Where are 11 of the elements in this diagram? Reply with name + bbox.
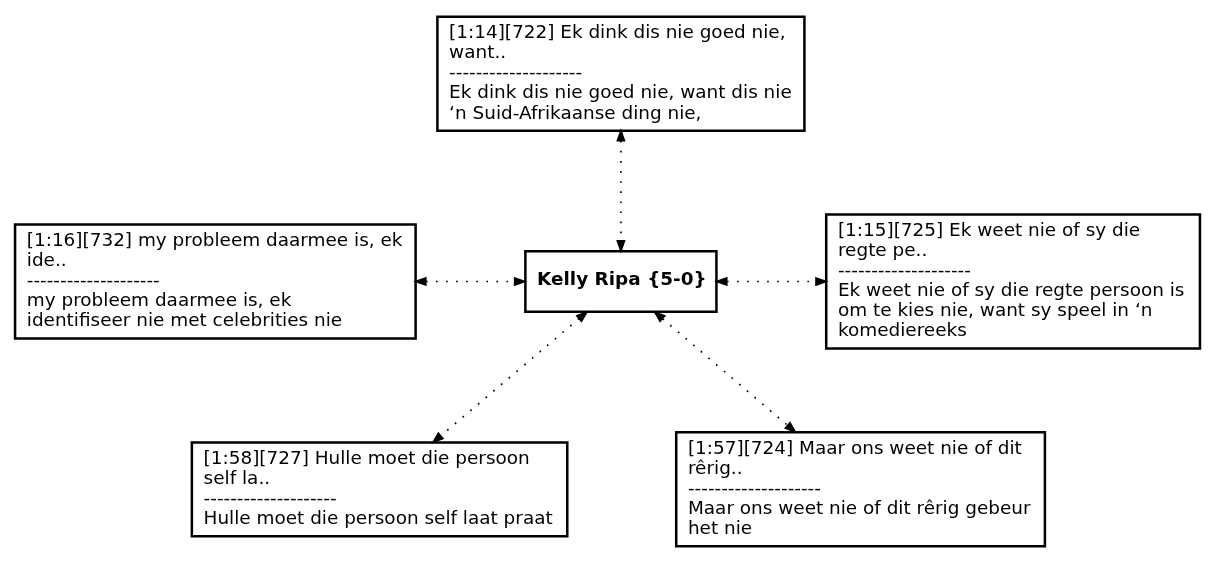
arrow: [413, 276, 528, 287]
node-box: [1:57][724] Maar ons weet nie of dit rêrig.. -------------------- Maar ons weet nie of dit rêrig gebeur het nie: [674, 431, 1047, 548]
node-box: Kelly Ripa {5-0}: [524, 250, 718, 313]
arrow: [652, 310, 798, 434]
node-box: [1:14][722] Ek dink dis nie goed nie, want.. -------------------- Ek dink dis nie goed nie, want dis nie ‘n Suid-Afrikaanse ding nie,: [436, 15, 806, 132]
arrow: [714, 276, 829, 287]
node-box: [1:16][732] my probleem daarmee is, ek ide.. -------------------- my probleem daarmee is, ek identifiseer nie met celebrities nie: [13, 223, 417, 340]
node-box: [1:15][725] Ek weet nie of sy die regte pe.. -------------------- Ek weet nie of sy die regte persoon is om te kies nie, want sy speel in ‘n komediereeks: [824, 213, 1202, 350]
arrow: [616, 128, 626, 254]
node-box: [1:58][727] Hulle moet die persoon self la.. -------------------- Hulle moet die persoon self laat praat: [190, 441, 569, 538]
arrow: [431, 310, 589, 444]
